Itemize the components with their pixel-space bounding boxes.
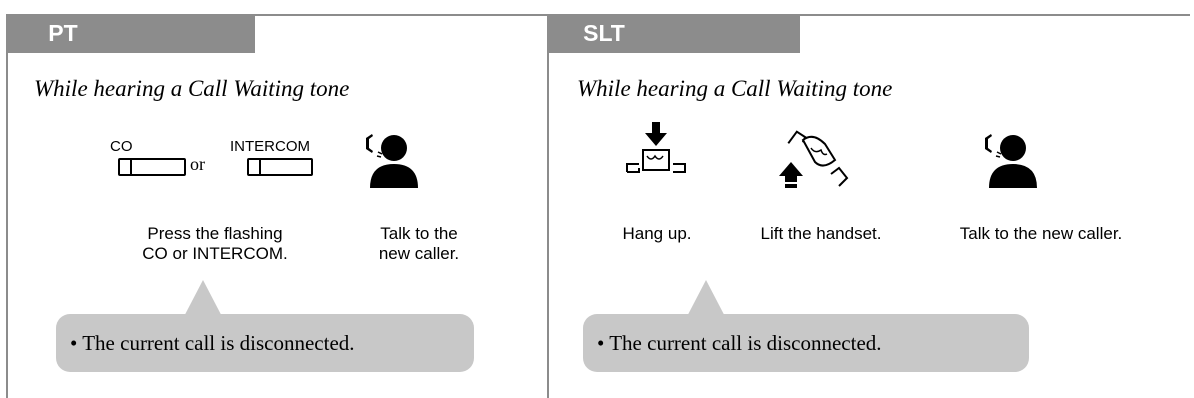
lift-handset-icon — [767, 114, 857, 200]
pt-step2-caption: Talk to the new caller. — [378, 224, 460, 263]
slt-heading: While hearing a Call Waiting tone — [577, 76, 893, 101]
slt-step2-caption: Lift the handset. — [760, 224, 882, 243]
intercom-key-label: INTERCOM — [230, 138, 310, 155]
co-button-icon — [118, 158, 186, 176]
talking-person-icon — [360, 130, 420, 204]
slt-note: • The current call is disconnected. — [583, 314, 1029, 372]
co-key-label: CO — [110, 138, 133, 155]
pt-step1-caption: Press the flashing CO or INTERCOM. — [142, 224, 288, 263]
pt-top-border — [8, 14, 549, 16]
pt-heading: While hearing a Call Waiting tone — [34, 76, 350, 101]
slt-tab-label: SLT — [583, 20, 625, 46]
talking-person-icon — [979, 130, 1039, 204]
hang-up-icon — [621, 120, 695, 192]
pt-tab-label: PT — [48, 20, 78, 46]
pt-tab: PT — [8, 14, 255, 53]
pt-note: • The current call is disconnected. — [56, 314, 474, 372]
slt-step1-caption: Hang up. — [622, 224, 692, 243]
slt-step3-caption: Talk to the new caller. — [959, 224, 1123, 243]
slt-panel: SLT While hearing a Call Waiting tone — [547, 14, 1190, 398]
pt-panel: PT While hearing a Call Waiting tone CO … — [6, 14, 549, 398]
slt-tab: SLT — [549, 14, 800, 53]
or-label: or — [190, 154, 205, 174]
slt-top-border — [549, 14, 1190, 16]
intercom-button-icon — [247, 158, 313, 176]
